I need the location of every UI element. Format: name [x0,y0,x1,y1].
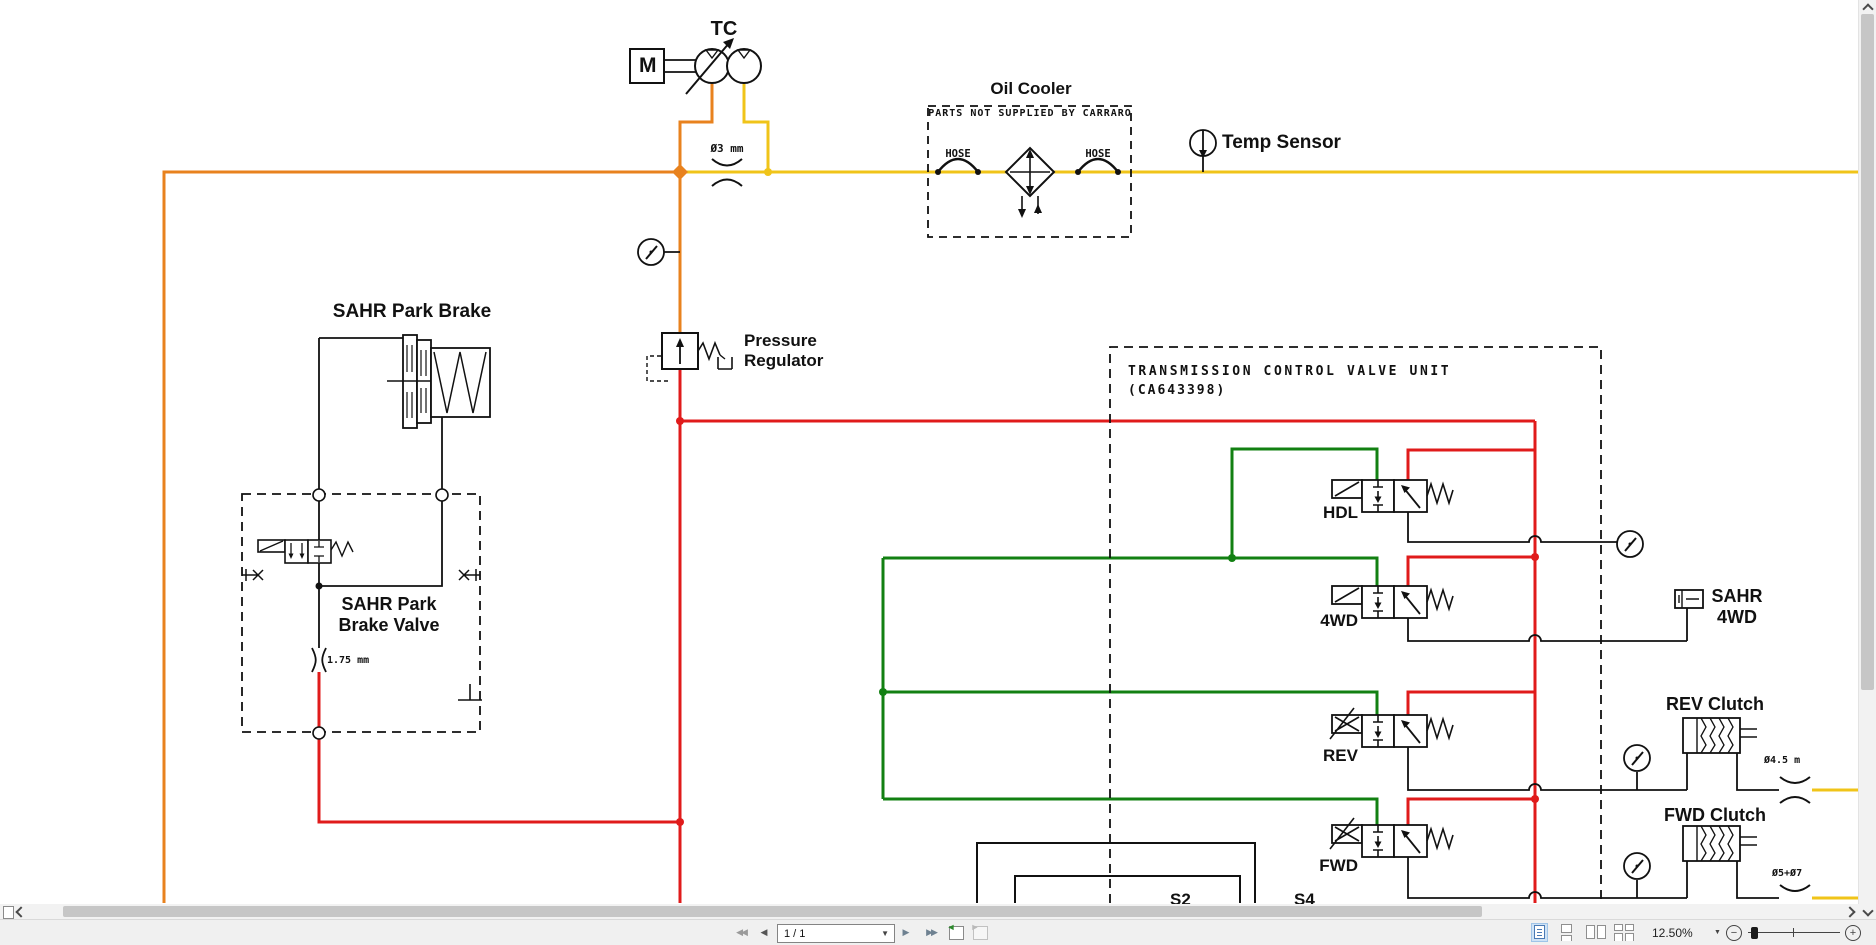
green-pilot-lines [881,447,1379,825]
orifice-rev-symbol [1779,776,1811,804]
yellow-cooler-line [680,84,1858,900]
rev-clutch-label: REV Clutch [1665,694,1765,714]
page-dropdown-caret[interactable]: ▼ [881,929,889,938]
fwd-gauge [1623,852,1651,880]
previous-page-button[interactable]: ◀ [760,927,768,937]
zoom-in-button[interactable]: + [1845,925,1861,941]
orifice-fwd-symbol [1779,884,1811,892]
rev-valve-symbol [1329,707,1454,748]
next-page-button[interactable]: ▶ [902,927,910,937]
zoom-slider-thumb[interactable] [1751,927,1758,939]
previous-view-button[interactable]: ◄ [947,922,964,941]
zoom-level-value[interactable]: 12.50% [1652,926,1693,940]
oil-cooler-title: Oil Cooler [990,79,1072,98]
next-view-button[interactable]: ► [971,922,988,941]
scroll-right-arrow[interactable] [1844,906,1856,918]
sahr-park-brake-valve-label: SAHR Park Brake Valve [338,594,440,635]
orifice-175-label: 1.75 mm [327,655,370,666]
yellow-junction-dot [764,168,772,176]
4wd-valve-symbol [1331,585,1454,619]
single-page-layout-button[interactable] [1531,923,1548,942]
fwd-valve-label: FWD [1319,856,1358,875]
tcvu-title: TRANSMISSION CONTROL VALVE UNIT [1128,364,1452,379]
vertical-scroll-thumb[interactable] [1861,14,1874,690]
rev-gauge [1623,744,1651,772]
page-number-field[interactable]: 1 / 1 ▼ [777,924,895,943]
scroll-down-arrow[interactable] [1862,905,1874,917]
hdl-valve-symbol [1331,479,1454,513]
pressure-regulator-symbol [646,332,733,382]
fwd-clutch-symbol [1682,825,1758,862]
hdl-gauge [1616,530,1644,558]
tcvu-part-number: (CA643398) [1128,383,1227,398]
clutch-feed-lines [1407,512,1779,899]
page-indicator: 1 / 1 [784,927,806,940]
orifice-rev-label: Ø4.5 m [1764,755,1801,766]
red-junction-dots [676,417,1539,826]
temp-sensor-label: Temp Sensor [1222,132,1341,153]
orifice-3mm-symbol [711,158,743,187]
first-page-button[interactable]: ◀◀ [736,927,748,937]
sahr-4wd-label: SAHR 4WD [1711,586,1763,627]
sahr-park-brake-label: SAHR Park Brake [332,301,492,322]
pane-splitter-icon[interactable] [3,906,14,919]
viewer-toolbar: ◀◀ ◀ 1 / 1 ▼ ▶ ▶▶ ◄ ► 12. [0,919,1876,945]
zoom-slider-center-tick [1793,928,1794,937]
hdl-valve-label: HDL [1323,503,1358,522]
zoom-out-button[interactable]: − [1726,925,1742,941]
s-connector-boxes [976,842,1256,903]
horizontal-scrollbar[interactable] [0,904,1876,919]
scroll-left-arrow[interactable] [15,906,27,918]
oil-cooler-note: PARTS NOT SUPPLIED BY CARRARO [928,108,1132,119]
temp-sensor-symbol [1189,129,1217,172]
oil-cooler-box [927,105,1132,238]
orifice-fwd-label: Ø5+Ø7 [1772,868,1803,879]
fwd-valve-symbol [1329,817,1454,858]
two-page-layout-button[interactable] [1586,924,1608,941]
sahr-4wd-symbol [1674,589,1704,609]
sahr-park-brake-symbol [318,334,491,489]
red-pressure-lines [317,367,1537,903]
orifice-3mm-label: Ø3 mm [710,142,744,155]
two-page-continuous-layout-button[interactable] [1614,924,1636,941]
continuous-layout-button[interactable] [1559,924,1574,941]
hose-left-label: HOSE [945,148,971,160]
motor-label: M [639,54,657,77]
horizontal-scroll-thumb[interactable] [63,906,1482,917]
sahr-park-brake-valve-box [241,488,482,740]
rev-valve-label: REV [1323,746,1358,765]
scroll-up-arrow[interactable] [1862,3,1874,15]
green-junction-dots [879,554,1236,696]
fwd-clutch-label: FWD Clutch [1664,805,1766,825]
hydraulic-schematic [162,38,1858,903]
last-page-button[interactable]: ▶▶ [926,927,938,937]
tcvu-dashed-box [1109,346,1602,903]
hose-right-label: HOSE [1085,148,1111,160]
rev-clutch-symbol [1682,717,1758,754]
zoom-dropdown-caret[interactable]: ▼ [1714,929,1721,936]
next-view-icon: ► [971,922,988,940]
tc-pump-symbol [629,38,762,95]
pressure-regulator-label: Pressure Regulator [744,331,824,370]
vertical-scrollbar[interactable] [1858,0,1876,904]
document-canvas[interactable]: TC M Oil Cooler PARTS NOT SUPPLIED BY CA… [0,0,1876,909]
tc-label: TC [710,18,738,40]
zoom-slider-track[interactable] [1748,932,1840,933]
orange-junction-diamond [672,164,688,180]
previous-view-icon: ◄ [947,922,964,940]
line-gauge [637,238,680,266]
4wd-valve-label: 4WD [1320,611,1358,630]
